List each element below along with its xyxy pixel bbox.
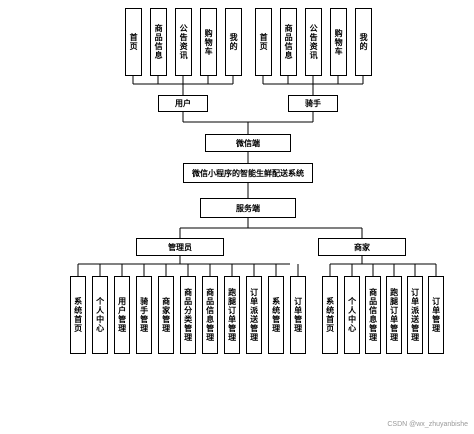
admin-child-label: 订单派送管理 (249, 288, 259, 342)
merchant-child-label: 商品信息管理 (368, 288, 378, 342)
merchant-child-box: 商品信息管理 (365, 276, 381, 354)
rider-child-label: 首页 (259, 33, 269, 51)
merchant-child-box: 订单派送管理 (407, 276, 423, 354)
client-node-label: 微信端 (236, 138, 260, 148)
system-title-node: 微信小程序的智能生鲜配送系统 (183, 163, 313, 183)
admin-child-box: 系统首页 (70, 276, 86, 354)
user-child-box: 我的 (225, 8, 242, 76)
admin-child-box: 订单管理 (290, 276, 306, 354)
admin-node: 管理员 (136, 238, 224, 256)
server-node: 服务端 (200, 198, 296, 218)
client-node: 微信端 (205, 134, 291, 152)
user-child-label: 商品信息 (154, 24, 164, 60)
rider-child-label: 我的 (359, 33, 369, 51)
merchant-child-box: 个人中心 (344, 276, 360, 354)
admin-child-box: 骑手管理 (136, 276, 152, 354)
watermark-text: CSDN @wx_zhuyanbishe (387, 421, 468, 428)
rider-child-label: 公告资讯 (309, 24, 319, 60)
admin-child-box: 订单派送管理 (246, 276, 262, 354)
admin-child-box: 用户管理 (114, 276, 130, 354)
rider-child-box: 公告资讯 (305, 8, 322, 76)
user-node: 用户 (158, 95, 208, 112)
rider-child-box: 商品信息 (280, 8, 297, 76)
user-child-label: 购物车 (204, 28, 214, 56)
admin-child-label: 用户管理 (117, 297, 127, 333)
user-child-box: 购物车 (200, 8, 217, 76)
admin-child-label: 跑腿订单管理 (227, 288, 237, 342)
system-title-label: 微信小程序的智能生鲜配送系统 (192, 168, 304, 178)
user-child-label: 公告资讯 (179, 24, 189, 60)
user-child-label: 我的 (229, 33, 239, 51)
admin-child-label: 商家管理 (161, 297, 171, 333)
admin-child-box: 商家管理 (158, 276, 174, 354)
admin-child-box: 跑腿订单管理 (224, 276, 240, 354)
merchant-child-box: 订单管理 (428, 276, 444, 354)
admin-child-label: 骑手管理 (139, 297, 149, 333)
user-child-box: 商品信息 (150, 8, 167, 76)
admin-child-box: 商品信息管理 (202, 276, 218, 354)
admin-node-label: 管理员 (168, 242, 192, 252)
rider-child-box: 首页 (255, 8, 272, 76)
user-node-label: 用户 (175, 99, 191, 108)
admin-child-box: 系统管理 (268, 276, 284, 354)
merchant-child-label: 订单管理 (431, 297, 441, 333)
user-child-label: 首页 (129, 33, 139, 51)
merchant-child-label: 系统首页 (325, 297, 335, 333)
user-child-box: 首页 (125, 8, 142, 76)
rider-node-label: 骑手 (305, 99, 321, 108)
admin-child-box: 个人中心 (92, 276, 108, 354)
server-node-label: 服务端 (236, 203, 260, 213)
merchant-child-label: 订单派送管理 (410, 288, 420, 342)
merchant-node-label: 商家 (354, 242, 370, 252)
rider-child-box: 我的 (355, 8, 372, 76)
admin-child-label: 系统管理 (271, 297, 281, 333)
admin-child-label: 商品分类管理 (183, 288, 193, 342)
admin-child-label: 系统首页 (73, 297, 83, 333)
merchant-child-label: 个人中心 (347, 297, 357, 333)
admin-child-label: 订单管理 (293, 297, 303, 333)
merchant-child-box: 跑腿订单管理 (386, 276, 402, 354)
admin-child-label: 个人中心 (95, 297, 105, 333)
user-child-box: 公告资讯 (175, 8, 192, 76)
merchant-node: 商家 (318, 238, 406, 256)
merchant-child-box: 系统首页 (322, 276, 338, 354)
merchant-child-label: 跑腿订单管理 (389, 288, 399, 342)
rider-child-label: 商品信息 (284, 24, 294, 60)
rider-child-box: 购物车 (330, 8, 347, 76)
admin-child-label: 商品信息管理 (205, 288, 215, 342)
rider-node: 骑手 (288, 95, 338, 112)
admin-child-box: 商品分类管理 (180, 276, 196, 354)
rider-child-label: 购物车 (334, 28, 344, 56)
